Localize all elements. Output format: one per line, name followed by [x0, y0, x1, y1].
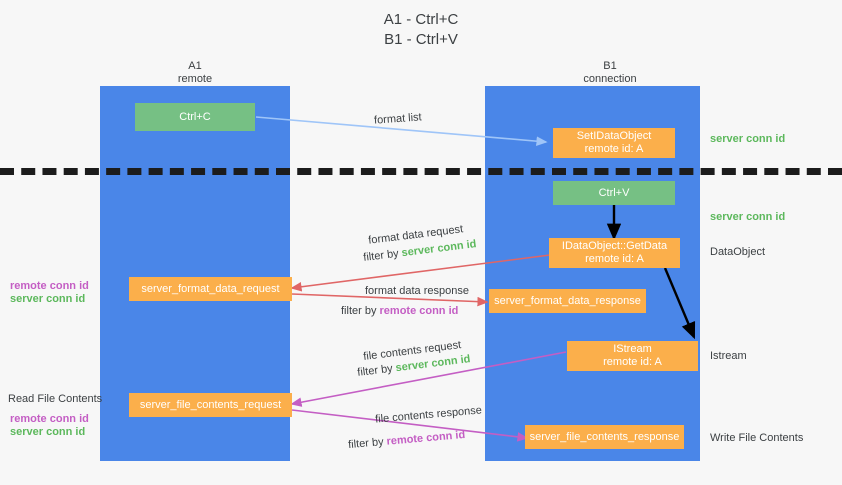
annotation-server-conn-id-2: server conn id: [10, 426, 86, 438]
box-set-idataobject-line1: SetIDataObject: [576, 130, 652, 142]
phase-divider: [0, 168, 842, 175]
box-set-idataobject-line2: remote id: A: [584, 143, 644, 155]
label-file-contents-response-filter: filter by remote conn id: [348, 428, 466, 452]
box-server-file-contents-response[interactable]: server_file_contents_response: [525, 425, 684, 449]
label-format-data-response-filter: filter by remote conn id: [341, 304, 458, 318]
annotation-remote-conn-id-1: remote conn id: [10, 280, 89, 292]
lane-b1-name: B1: [603, 60, 617, 72]
box-ctrl-c-label: Ctrl+C: [179, 110, 211, 123]
filter-value-remote-conn-id: remote conn id: [386, 428, 466, 448]
box-getdata-line1: IDataObject::GetData: [561, 240, 668, 252]
box-ctrl-v-label: Ctrl+V: [598, 186, 630, 199]
box-ctrl-c[interactable]: Ctrl+C: [135, 103, 255, 131]
title-line-1: A1 - Ctrl+C: [383, 11, 459, 28]
annotation-server-conn-id-mid: server conn id: [710, 211, 786, 223]
box-server-format-data-response-label: server_format_data_response: [494, 294, 641, 307]
annotation-remote-conn-id-2: remote conn id: [10, 413, 89, 425]
box-istream-line2: remote id: A: [603, 356, 662, 368]
box-server-file-contents-request[interactable]: server_file_contents_request: [129, 393, 292, 417]
lane-b1-subtitle: connection: [583, 73, 637, 85]
box-server-format-data-request-label: server_format_data_request: [141, 282, 280, 295]
box-istream[interactable]: IStream remote id: A: [567, 341, 698, 371]
annotation-dataobject: DataObject: [710, 246, 766, 258]
filter-prefix: filter by: [356, 362, 397, 379]
label-format-list: format list: [373, 111, 423, 127]
filter-value-remote-conn-id: remote conn id: [379, 305, 459, 317]
box-server-format-data-response[interactable]: server_format_data_response: [489, 289, 646, 313]
box-server-file-contents-response-label: server_file_contents_response: [529, 430, 680, 443]
lane-a1-subtitle: remote: [177, 73, 213, 85]
label-file-contents-response: file contents response: [374, 404, 483, 426]
box-ctrl-v[interactable]: Ctrl+V: [553, 181, 675, 205]
title-line-2: B1 - Ctrl+V: [384, 31, 458, 48]
box-server-format-data-request[interactable]: server_format_data_request: [129, 277, 292, 301]
filter-prefix: filter by: [341, 305, 380, 317]
box-set-idataobject[interactable]: SetIDataObject remote id: A: [553, 128, 675, 158]
box-istream-line1: IStream: [613, 343, 652, 355]
filter-prefix: filter by: [362, 247, 403, 264]
page-title: A1 - Ctrl+C B1 - Ctrl+V: [0, 10, 842, 50]
box-getdata[interactable]: IDataObject::GetData remote id: A: [549, 238, 680, 268]
box-server-file-contents-request-label: server_file_contents_request: [139, 398, 282, 411]
label-format-data-response: format data response: [365, 285, 469, 297]
box-getdata-line2: remote id: A: [585, 253, 644, 265]
annotation-write-file-contents: Write File Contents: [710, 432, 804, 444]
annotation-server-conn-id-1: server conn id: [10, 293, 86, 305]
lane-header-a1: A1 remote: [115, 60, 275, 86]
annotation-server-conn-id-top: server conn id: [710, 133, 786, 145]
filter-prefix: filter by: [347, 435, 388, 452]
annotation-istream: Istream: [710, 350, 747, 362]
annotation-read-file-contents: Read File Contents: [8, 393, 103, 405]
lane-a1-name: A1: [188, 60, 202, 72]
lane-header-b1: B1 connection: [530, 60, 690, 86]
